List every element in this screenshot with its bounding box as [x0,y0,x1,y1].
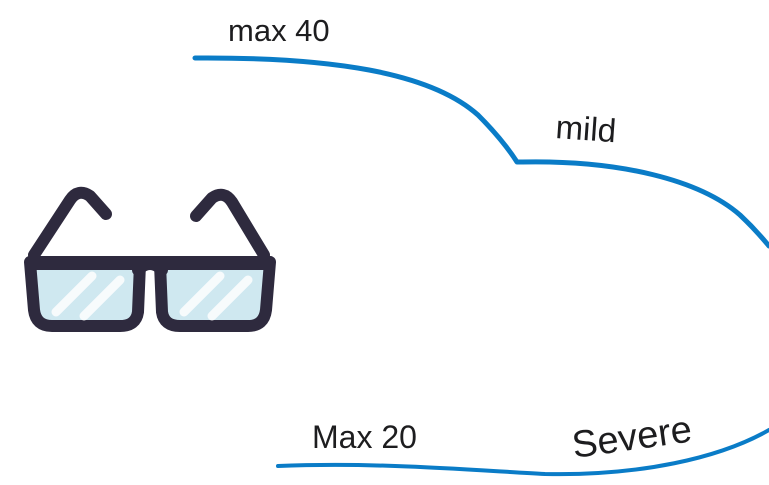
lower-curve [276,428,769,477]
eyeglasses-icon [24,186,276,332]
top-zone-label: mild [555,108,618,149]
upper-curve [192,55,769,249]
top-limit-label: max 40 [228,13,330,48]
bottom-limit-label: Max 20 [312,419,417,455]
bottom-zone-label: Severe [569,409,694,467]
